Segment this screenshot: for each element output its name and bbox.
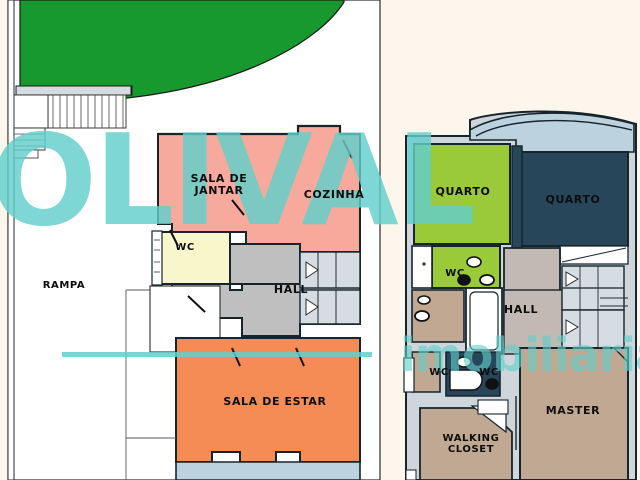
left-stair-lower <box>299 289 361 325</box>
watermark-rule <box>62 352 372 357</box>
closet-door <box>477 399 509 415</box>
right-stair <box>561 265 628 353</box>
bidet-icon <box>479 274 495 286</box>
left-boundary-wall <box>7 0 15 480</box>
master-bedroom-area <box>519 347 629 480</box>
wc-left-area <box>157 231 231 285</box>
wc-a-shaft <box>403 357 415 393</box>
shower-tray-icon <box>449 369 483 391</box>
left-stair-upper <box>299 251 361 289</box>
exterior-stair <box>13 85 132 159</box>
terrace-curve-line <box>475 119 633 137</box>
bedroom-teal-area <box>517 151 629 247</box>
right-plan-group <box>403 110 637 480</box>
left-plan-group <box>7 0 381 480</box>
wc-left-shaft <box>151 230 163 286</box>
bedroom-green-area <box>413 143 511 245</box>
right-bottom-niche <box>405 469 417 480</box>
kitchen-north-wall <box>158 124 360 136</box>
wc-a-area <box>411 351 441 393</box>
sink-icon-2 <box>417 295 431 305</box>
toilet-icon-2 <box>414 310 430 322</box>
door-swings-left <box>169 139 353 367</box>
shower-drain-icon <box>422 262 426 266</box>
sink-icon-3 <box>456 356 472 368</box>
hall-left-upper <box>229 243 301 285</box>
toilet-icon <box>457 274 471 286</box>
living-terrace <box>175 461 361 480</box>
bathtub-inner <box>469 291 499 351</box>
hall-right-lower <box>503 289 567 355</box>
sink-icon <box>466 256 482 268</box>
master-chamfer <box>612 347 629 364</box>
bedroom-teal-notch <box>511 145 523 249</box>
wc-suite-shower <box>411 245 433 289</box>
toilet-icon-3 <box>485 378 499 390</box>
